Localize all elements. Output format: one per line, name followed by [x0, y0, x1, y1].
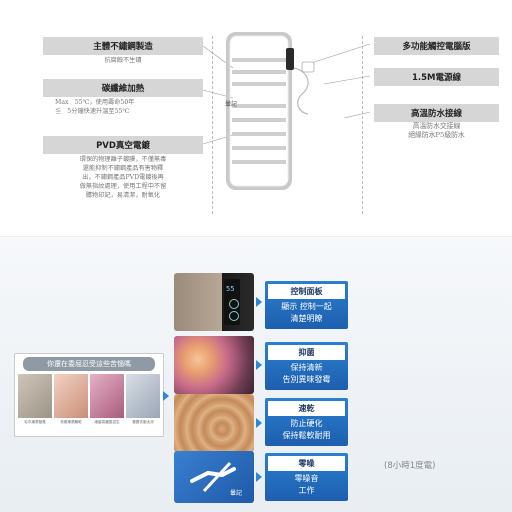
feature-desc-line: 還能抑制不鏽鋼產品有害物釋 [82, 165, 164, 172]
problem-caption: 寶寶衣服太涼 [132, 420, 154, 424]
section-divider [0, 236, 512, 237]
feature-card-line: 保持鬆軟耐用 [282, 431, 331, 440]
feature-title: PVD真空電鍍 [43, 136, 203, 154]
feature-card-body: 顯示 控制一起 清楚明瞭 [265, 301, 348, 329]
arrow-right-icon [256, 472, 262, 482]
panel-display: 55 [226, 285, 235, 293]
feature-desc: Max 55℃，使用壽命50年 ≦ 5分鐘快速升溫至55℃ [43, 97, 203, 117]
feature-card-body: 零噪音 工作 [265, 473, 348, 501]
feature-desc: 抗腐蝕不生鏽 [43, 55, 203, 66]
feature-card-line: 零噪音 [294, 474, 319, 483]
power-icon [229, 299, 239, 309]
towel-rack-image [226, 32, 315, 190]
feature-card-antibacterial: 抑菌 保持清新 告別異味發霉 [265, 342, 348, 390]
arrow-right-icon [163, 391, 169, 401]
feature-card-title: 控制面板 [268, 284, 345, 299]
mute-icon [190, 461, 236, 493]
feature-pvd-coating: PVD真空電鍍 環保的物理離子鍍膜，不僅無毒 還能抑制不鏽鋼產品有害物釋 出，不… [43, 136, 203, 201]
feature-desc-line: Max 55℃，使用壽命50年 [55, 99, 135, 106]
problem-caption: 毛巾潮濕發臭 [24, 420, 46, 424]
bacteria-photo [174, 336, 254, 394]
feature-card-control: 控制面板 顯示 控制一起 清楚明瞭 [265, 281, 348, 329]
product-spec-section: 主體不鏽鋼製造 抗腐蝕不生鏽 碳纖維加熱 Max 55℃，使用壽命50年 ≦ 5… [0, 0, 512, 236]
power-consumption-note: (8小時1度電) [384, 461, 436, 471]
feature-card-body: 保持清新 告別異味發霉 [265, 362, 348, 390]
feature-stainless-steel: 主體不鏽鋼製造 抗腐蝕不生鏽 [43, 37, 203, 66]
feature-touch-panel: 多功能觸控電腦版 [374, 37, 499, 55]
feature-card-title: 抑菌 [268, 345, 345, 360]
feature-card-line: 防止硬化 [290, 419, 323, 428]
feature-card-quick-dry: 速乾 防止硬化 保持鬆軟耐用 [265, 398, 348, 446]
feature-desc: 環保的物理離子鍍膜，不僅無毒 還能抑制不鏽鋼產品有害物釋 出，不鏽鋼產品PVD電… [43, 154, 203, 201]
feature-card-line: 工作 [298, 486, 315, 495]
silent-photo: 暈記 [174, 451, 254, 503]
feature-title: 主體不鏽鋼製造 [43, 37, 203, 55]
feature-card-line: 清楚明瞭 [290, 314, 323, 323]
feature-card-line: 保持清新 [290, 363, 323, 372]
divider-right [362, 36, 363, 214]
feature-desc-line: 出，不鏽鋼產品PVD電鍍後再 [82, 174, 164, 181]
feature-desc-line: ≦ 5分鐘快速升溫至55℃ [55, 108, 130, 115]
benefits-section: 你還在委屈忍受這些苦惱嗎 毛巾潮濕發臭 衣服潮濕難乾 細菌易藏匿滋生 寶寶衣服太… [0, 237, 512, 512]
feature-title: 碳纖維加熱 [43, 79, 203, 97]
arrow-right-icon [256, 360, 262, 370]
baby-clothes-photo [126, 374, 160, 418]
feature-card-line: 顯示 控制一起 [281, 302, 332, 311]
feature-desc-line: 高溫防水交接線 [412, 122, 461, 130]
feature-desc: 高溫防水交接線 絕緣防水P5級防水 [374, 122, 499, 140]
feature-card-line: 告別異味發霉 [282, 375, 331, 384]
feature-desc-line: 髒物印記，易清潔，耐氧化 [85, 192, 161, 199]
towel-photo [174, 394, 254, 452]
arrow-right-icon [256, 418, 262, 428]
feature-title: 1.5M電源線 [374, 68, 499, 86]
divider-left [212, 36, 213, 214]
feature-desc-line: 做無指紋處理，使用工程中不留 [79, 183, 167, 190]
feature-card-body: 防止硬化 保持鬆軟耐用 [265, 418, 348, 446]
feature-title: 高溫防水接線 [374, 104, 499, 122]
bacteria-photo [90, 374, 124, 418]
feature-card-title: 速乾 [268, 401, 345, 416]
temperature-icon [229, 311, 239, 321]
problem-caption: 衣服潮濕難乾 [60, 420, 82, 424]
feature-carbon-heating: 碳纖維加熱 Max 55℃，使用壽命50年 ≦ 5分鐘快速升溫至55℃ [43, 79, 203, 117]
problem-panel-title: 你還在委屈忍受這些苦惱嗎 [23, 357, 155, 371]
arrow-right-icon [256, 297, 262, 307]
moldy-towel-photo [18, 374, 52, 418]
feature-title: 多功能觸控電腦版 [374, 37, 499, 55]
problem-panel: 你還在委屈忍受這些苦惱嗎 毛巾潮濕發臭 衣服潮濕難乾 細菌易藏匿滋生 寶寶衣服太… [14, 353, 164, 437]
brand-badge: 暈記 [225, 101, 238, 108]
brand-badge: 暈記 [229, 490, 242, 497]
feature-desc-line: 環保的物理離子鍍膜，不僅無毒 [79, 156, 167, 163]
feature-card-title: 零噪 [268, 456, 345, 471]
feature-power-cord: 1.5M電源線 [374, 68, 499, 86]
control-panel-photo: 55 [174, 273, 254, 331]
feature-desc-line: 絕緣防水P5級防水 [408, 131, 465, 139]
feature-card-silent: 零噪 零噪音 工作 [265, 453, 348, 501]
feature-waterproof-wiring: 高溫防水接線 高溫防水交接線 絕緣防水P5級防水 [374, 104, 499, 140]
baby-photo [54, 374, 88, 418]
problem-caption: 細菌易藏匿滋生 [94, 420, 120, 424]
